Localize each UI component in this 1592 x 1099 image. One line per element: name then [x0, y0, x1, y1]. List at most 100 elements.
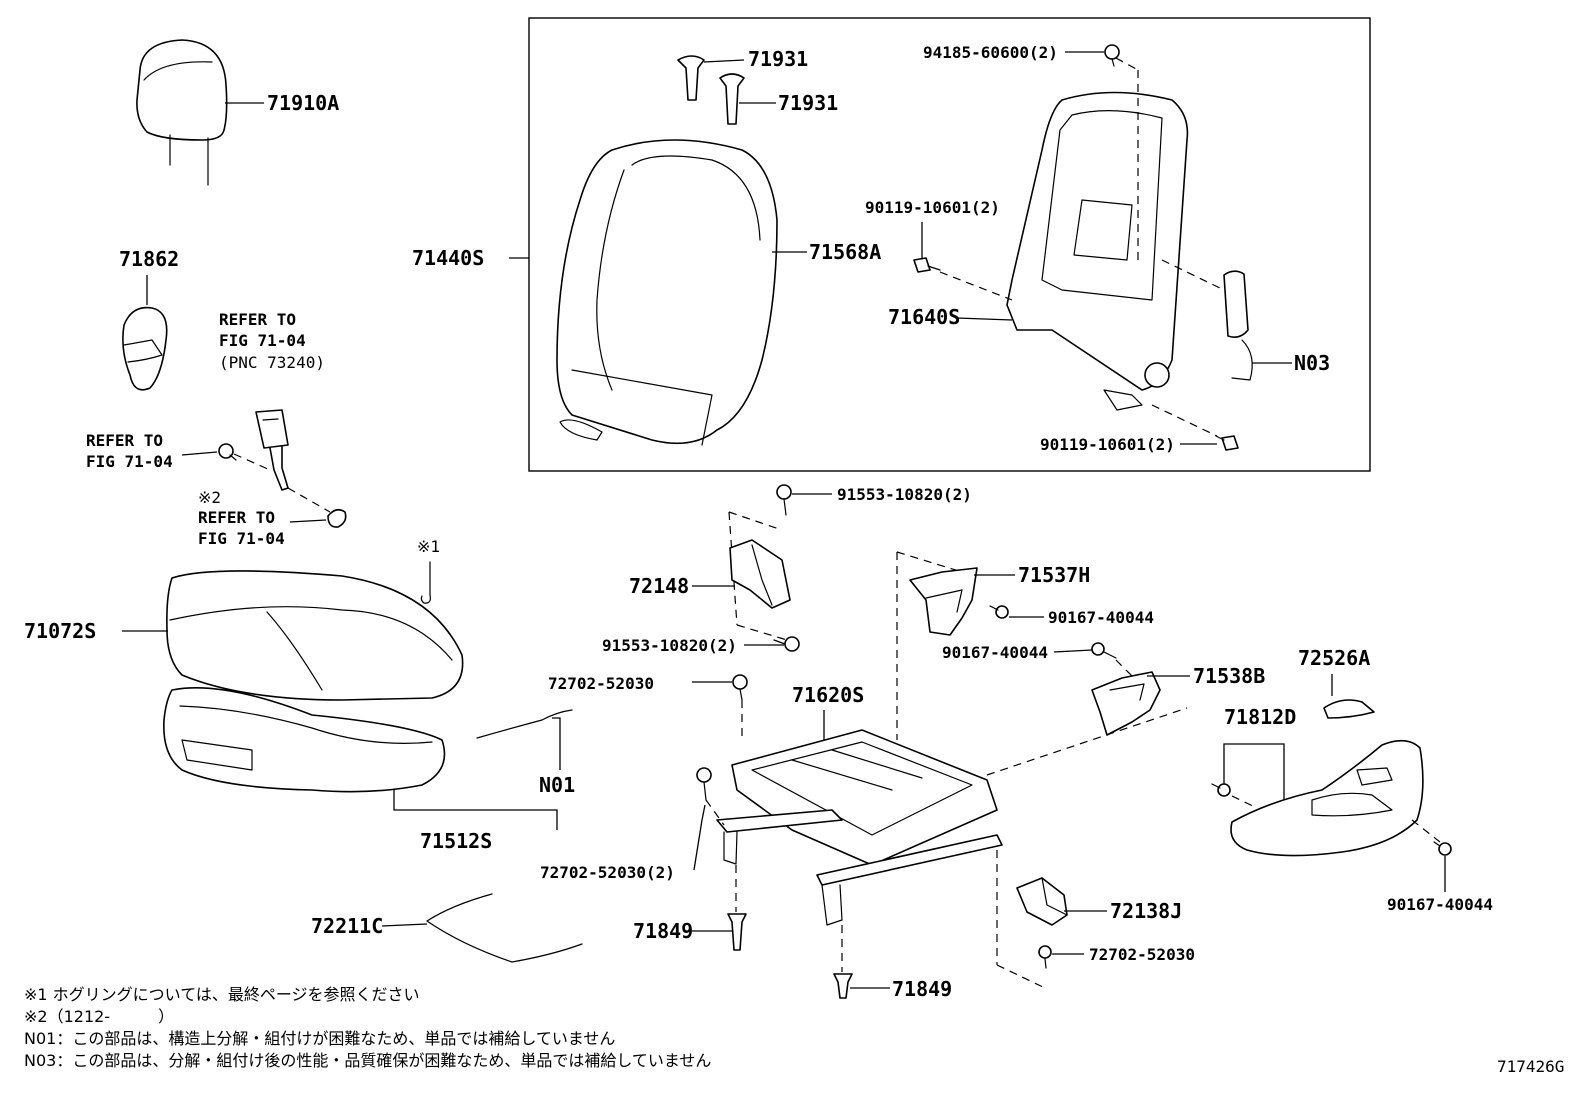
- label-90167-a: 90167-40044: [1048, 608, 1154, 627]
- leader-71931-a: [703, 59, 745, 63]
- label-71931-a: 71931: [748, 47, 808, 71]
- bolt-72702-a-icon: [732, 674, 748, 701]
- label-91553-a: 91553-10820(2): [837, 485, 972, 504]
- dash-buckle-bolt: [233, 453, 271, 471]
- cover-72138J-drawing: [1016, 877, 1068, 926]
- footnote-2: ※2（1212- ）: [24, 1007, 174, 1026]
- label-90119-b: 90119-10601(2): [1040, 435, 1175, 454]
- label-71620S: 71620S: [792, 683, 864, 707]
- seat-parts-diagram: 71910A 71862 REFER TO FIG 71-04 (PNC 732…: [24, 17, 1564, 1076]
- side-shield-drawing: [1230, 739, 1424, 857]
- label-71538B: 71538B: [1193, 664, 1265, 688]
- leader-72702-b: [693, 804, 706, 871]
- rod-72211C-drawing: [426, 893, 583, 963]
- bolt-91553-a-icon: [776, 484, 792, 516]
- label-72148: 72148: [629, 574, 689, 598]
- anchor-icon: [327, 508, 347, 528]
- footnote-N03: N03：この部品は、分解・組付け後の性能・品質確保が困難なため、単品では補給して…: [24, 1051, 711, 1070]
- refer-to-label-3: REFER TO: [198, 508, 275, 527]
- dash-71812D: [1231, 795, 1258, 809]
- pin-71849-a-drawing: [727, 913, 747, 951]
- leader-refer-2: [181, 451, 218, 456]
- cover-71537H-drawing: [909, 567, 978, 636]
- mark-2: ※2: [198, 488, 221, 507]
- label-71440S: 71440S: [412, 246, 484, 270]
- leader-90167-b: [1053, 649, 1093, 653]
- dash-72148-top: [728, 511, 783, 531]
- clip-71931-a-drawing: [677, 55, 705, 101]
- pin-71849-b-drawing: [833, 973, 853, 999]
- bolt-72702-c-icon: [1038, 945, 1052, 969]
- bracket-72148-drawing: [729, 539, 791, 609]
- cover-71538B-drawing: [1091, 671, 1161, 736]
- dash-72138J-b: [996, 964, 1046, 989]
- bolt-icon: [218, 443, 237, 461]
- footnote-N01: N01：この部品は、構造上分解・組付けが困難なため、単品では補給していません: [24, 1029, 615, 1048]
- dash-90167-c: [1411, 819, 1441, 843]
- cushion-wire-drawing: [476, 709, 573, 739]
- label-72702-c: 72702-52030: [1089, 945, 1195, 964]
- label-71812D: 71812D: [1224, 705, 1296, 729]
- label-94185: 94185-60600(2): [923, 43, 1058, 62]
- label-71537H: 71537H: [1018, 563, 1090, 587]
- label-90167-c: 90167-40044: [1387, 895, 1493, 914]
- dash-72702-b: [705, 799, 725, 826]
- label-91553-b: 91553-10820(2): [602, 636, 737, 655]
- label-72526A: 72526A: [1298, 646, 1370, 670]
- seatback-cover-drawing: [556, 139, 778, 446]
- label-90167-b: 90167-40044: [942, 643, 1048, 662]
- seatback-frame-drawing: [1006, 91, 1189, 411]
- bracket-71512S: [393, 790, 558, 830]
- label-71568A: 71568A: [809, 240, 881, 264]
- screw-90167-c-icon: [1433, 841, 1452, 856]
- dash-72148-bot: [736, 624, 788, 641]
- leader-71640S: [956, 317, 1013, 321]
- screw-90167-a-icon: [989, 605, 1009, 619]
- leader-N01: [552, 717, 561, 770]
- footnote-1: ※1 ホグリングについては、最終ページを参照ください: [24, 985, 420, 1004]
- dash-adjuster-right: [986, 707, 1188, 776]
- dash-buckle-anchor: [287, 487, 331, 513]
- label-N01: N01: [539, 773, 575, 797]
- pnc-ref-label: (PNC 73240): [219, 353, 325, 372]
- label-71849-b: 71849: [892, 977, 952, 1001]
- cover-71862-drawing: [122, 306, 168, 391]
- label-71512S: 71512S: [420, 829, 492, 853]
- nut-94185-icon: [1104, 44, 1120, 67]
- dash-90167-b: [1115, 659, 1133, 677]
- figure-code: 717426G: [1497, 1057, 1564, 1076]
- headrest-drawing: [136, 39, 228, 186]
- bracket-71812D: [1223, 743, 1285, 808]
- fig-ref-label-3: FIG 71-04: [198, 529, 285, 548]
- label-71072S: 71072S: [24, 619, 96, 643]
- refer-to-label-1: REFER TO: [219, 310, 296, 329]
- bolt-90119-a-icon: [913, 257, 941, 273]
- mark-1: ※1: [417, 537, 440, 556]
- dash-airbag: [1161, 259, 1225, 291]
- seat-adjuster-drawing: [716, 729, 1003, 926]
- bolt-90119-b-icon: [1215, 435, 1239, 451]
- label-71849-a: 71849: [633, 919, 693, 943]
- label-71640S: 71640S: [888, 305, 960, 329]
- airbag-N03-drawing: [1223, 270, 1253, 381]
- dash-90119-b: [1151, 404, 1218, 437]
- label-72138J: 72138J: [1110, 899, 1182, 923]
- label-71910A: 71910A: [267, 91, 339, 115]
- cushion-pad-drawing: [163, 686, 446, 793]
- knob-72526A-drawing: [1323, 699, 1375, 719]
- clip-71931-b-drawing: [719, 73, 745, 125]
- label-90119-a: 90119-10601(2): [865, 198, 1000, 217]
- label-72211C: 72211C: [311, 914, 383, 938]
- leader-72211C: [381, 923, 428, 927]
- bolt-72702-b-icon: [696, 767, 712, 801]
- fig-ref-label-2: FIG 71-04: [86, 452, 173, 471]
- hog-ring-icon: [420, 594, 431, 604]
- screw-90167-b-icon: [1091, 642, 1117, 659]
- fig-ref-label-1: FIG 71-04: [219, 331, 306, 350]
- leader-refer-3: [289, 519, 327, 523]
- seat-belt-buckle-drawing: [255, 409, 289, 491]
- label-71862: 71862: [119, 247, 179, 271]
- refer-to-label-2: REFER TO: [86, 431, 163, 450]
- label-71931-b: 71931: [778, 91, 838, 115]
